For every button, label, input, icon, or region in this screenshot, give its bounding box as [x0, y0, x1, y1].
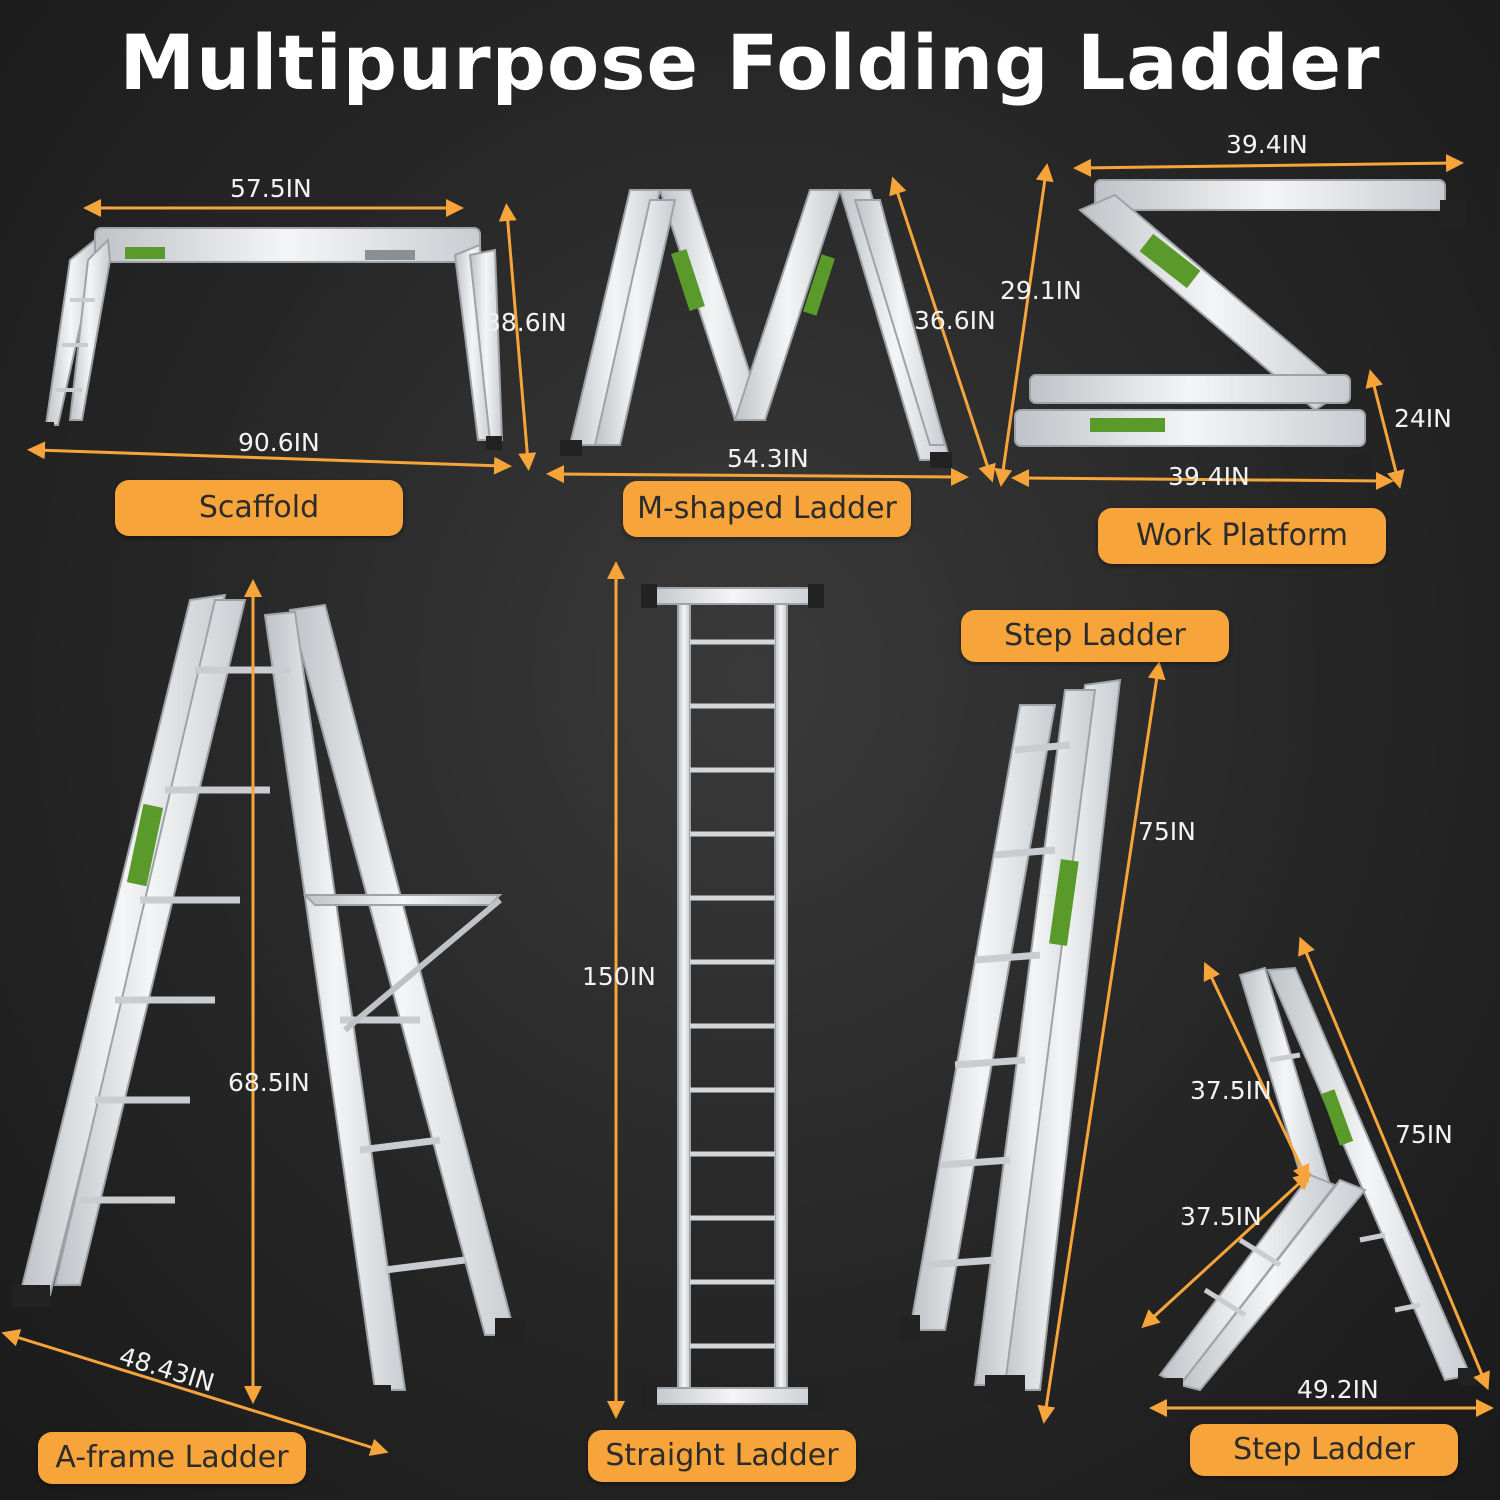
- scaffold-illustration: [27, 199, 537, 475]
- scaffold-top-width: 57.5IN: [230, 174, 312, 203]
- label-a-frame: A-frame Ladder: [38, 1432, 306, 1484]
- label-work-platform: Work Platform: [1098, 508, 1386, 564]
- m-shaped-base: 54.3IN: [727, 444, 809, 473]
- work-platform-side: 24IN: [1394, 404, 1452, 433]
- a-frame-height: 68.5IN: [228, 1068, 310, 1097]
- work-platform-height: 29.1IN: [1000, 276, 1082, 305]
- m-shaped-height: 36.6IN: [914, 306, 996, 335]
- label-scaffold: Scaffold: [115, 480, 403, 536]
- m-shaped-illustration: [546, 176, 996, 486]
- step-ladder-1-illustration: [900, 661, 1166, 1424]
- step-ladder-2-illustration: [1141, 936, 1494, 1417]
- work-platform-illustration: [994, 154, 1466, 490]
- step-ladder-2-length: 75IN: [1395, 1120, 1453, 1149]
- a-frame-illustration: [1, 579, 525, 1456]
- straight-illustration: [607, 561, 824, 1419]
- label-straight: Straight Ladder: [588, 1430, 856, 1482]
- step-ladder-1-height: 75IN: [1138, 817, 1196, 846]
- label-step-ladder-2: Step Ladder: [1190, 1424, 1458, 1476]
- label-m-shaped: M-shaped Ladder: [623, 481, 911, 537]
- step-ladder-2-upper: 37.5IN: [1190, 1076, 1272, 1105]
- work-platform-top: 39.4IN: [1226, 130, 1308, 159]
- step-ladder-2-lower: 37.5IN: [1180, 1202, 1262, 1231]
- label-step-ladder-1: Step Ladder: [961, 610, 1229, 662]
- scaffold-height: 38.6IN: [485, 308, 567, 337]
- work-platform-base: 39.4IN: [1168, 462, 1250, 491]
- page-title: Multipurpose Folding Ladder: [119, 18, 1381, 107]
- straight-height: 150IN: [582, 962, 656, 991]
- step-ladder-2-base: 49.2IN: [1297, 1375, 1379, 1404]
- scaffold-base-length: 90.6IN: [238, 428, 320, 457]
